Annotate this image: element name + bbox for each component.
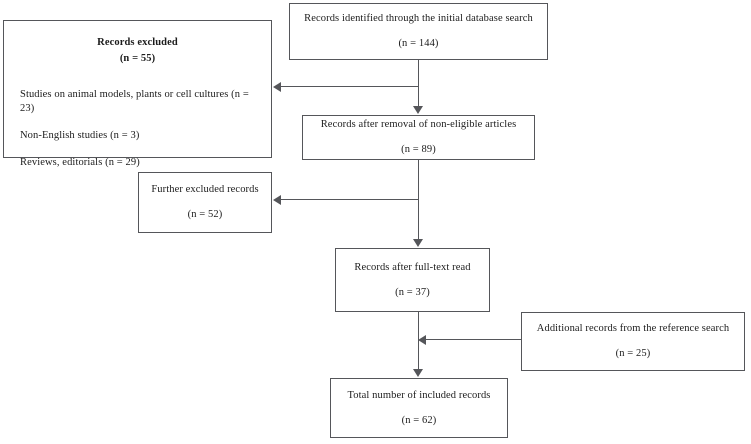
- node-records-after-fulltext: Records after full-text read (n = 37): [335, 248, 490, 312]
- arrowhead-to-excluded: [273, 81, 281, 92]
- node-total-included-records: Total number of included records (n = 62…: [330, 378, 508, 438]
- node-records-excluded-label: Records excluded: [97, 37, 178, 48]
- node-records-after-fulltext-label: Records after full-text read: [354, 261, 471, 273]
- node-further-excluded-records-label: Further excluded records: [151, 184, 259, 196]
- connector-additional-to-trunk: [426, 339, 521, 341]
- node-records-excluded-header: Records excluded (n = 55): [20, 35, 255, 68]
- exclusion-reason-animal-models: Studies on animal models, plants or cell…: [20, 88, 249, 114]
- node-records-excluded-count: (n = 55): [119, 53, 156, 65]
- exclusion-reason-reviews-editorials: Reviews, editorials (n = 29): [20, 157, 140, 169]
- node-records-excluded: Records excluded (n = 55) Studies on ani…: [3, 20, 272, 168]
- node-records-after-fulltext-count: (n = 37): [395, 286, 430, 298]
- arrowhead-to-total: [413, 369, 423, 377]
- node-further-excluded-records: Further excluded records (n = 52): [138, 172, 272, 233]
- node-total-included-records-count: (n = 62): [401, 414, 437, 426]
- node-additional-records: Additional records from the reference se…: [521, 312, 745, 371]
- node-records-after-removal: Records after removal of non-eligible ar…: [302, 115, 535, 160]
- node-records-identified-label: Records identified through the initial d…: [304, 13, 533, 25]
- node-records-identified: Records identified through the initial d…: [289, 3, 548, 60]
- connector-to-excluded: [281, 86, 418, 88]
- node-additional-records-count: (n = 25): [615, 348, 651, 359]
- node-records-after-removal-count: (n = 89): [401, 144, 436, 155]
- connector-removal-to-fulltext: [417, 160, 419, 240]
- connector-identified-to-removal: [417, 60, 419, 107]
- node-total-included-records-label: Total number of included records: [347, 389, 491, 401]
- node-records-after-removal-label: Records after removal of non-eligible ar…: [320, 119, 517, 131]
- connector-to-further-excluded: [281, 199, 418, 201]
- arrowhead-to-further-excluded: [273, 194, 281, 205]
- arrowhead-to-fulltext: [413, 239, 423, 247]
- node-additional-records-label: Additional records from the reference se…: [536, 323, 730, 335]
- node-records-excluded-reasons: Studies on animal models, plants or cell…: [20, 88, 255, 171]
- node-further-excluded-records-count: (n = 52): [187, 209, 223, 220]
- node-records-identified-count: (n = 144): [398, 38, 439, 49]
- arrowhead-additional-merge: [418, 334, 426, 345]
- arrowhead-to-removal: [413, 106, 423, 114]
- exclusion-reason-non-english: Non-English studies (n = 3): [20, 129, 140, 141]
